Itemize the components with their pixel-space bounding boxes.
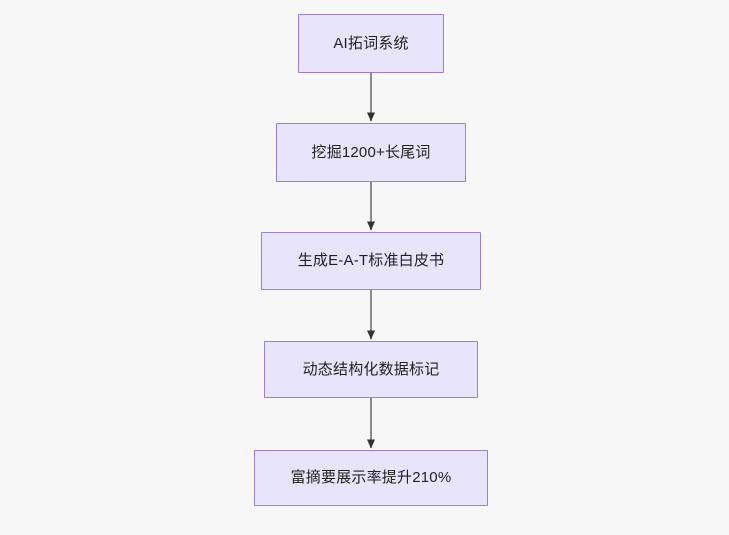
- flow-node-rich-snippet-impression-uplift[interactable]: 富摘要展示率提升210%: [254, 450, 488, 506]
- flow-node-label: 动态结构化数据标记: [302, 360, 440, 378]
- flow-node-label: 富摘要展示率提升210%: [290, 469, 452, 486]
- flow-node-dynamic-structured-data-markup[interactable]: 动态结构化数据标记: [264, 341, 478, 398]
- flow-node-generate-eat-whitepaper[interactable]: 生成E-A-T标准白皮书: [261, 232, 481, 290]
- flow-node-label: 生成E-A-T标准白皮书: [297, 252, 445, 269]
- flow-node-label: 挖掘1200+长尾词: [311, 143, 431, 161]
- flow-node-label: AI拓词系统: [333, 34, 409, 52]
- flow-node-mine-longtail-keywords[interactable]: 挖掘1200+长尾词: [276, 123, 466, 182]
- flow-node-ai-keyword-system[interactable]: AI拓词系统: [298, 14, 444, 73]
